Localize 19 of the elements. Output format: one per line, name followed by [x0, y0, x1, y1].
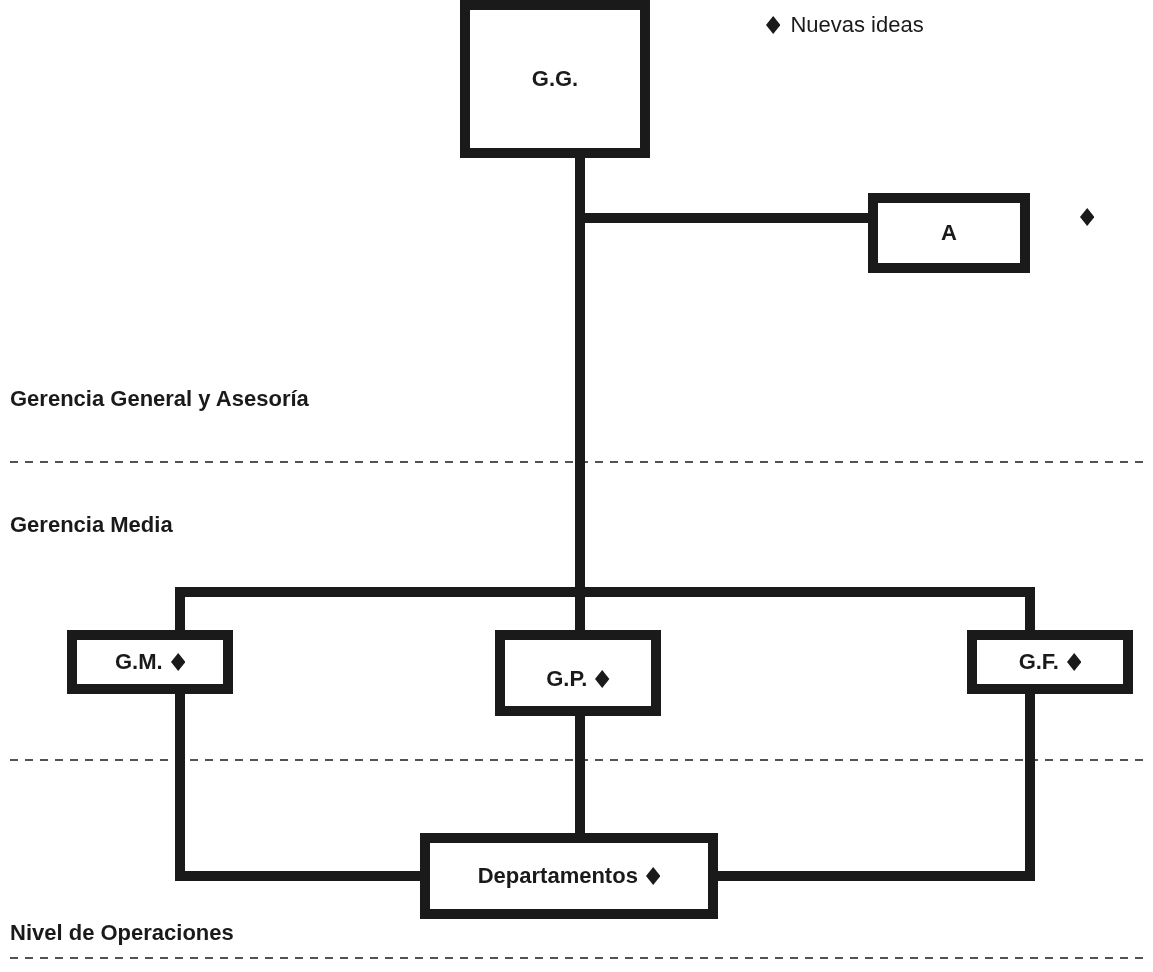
box-label: G.G. [531, 66, 579, 92]
connector-line [575, 716, 585, 833]
org-box [67, 630, 233, 694]
box-label: G.M. [114, 649, 163, 675]
level-label: Nivel de Operaciones [10, 920, 234, 946]
org-box [460, 0, 650, 158]
box-label: G.F. [1018, 649, 1059, 675]
connector-line [175, 694, 420, 881]
box-label: G.P. [546, 666, 588, 692]
legend-text: Nuevas ideas [790, 12, 924, 38]
box-label: Departamentos [477, 863, 638, 889]
box-label: A [941, 220, 957, 246]
level-label: Gerencia General y Asesoría [10, 386, 309, 412]
org-box [868, 193, 1030, 273]
org-box [495, 630, 661, 716]
level-label: Gerencia Media [10, 512, 173, 538]
org-box [420, 833, 718, 919]
connector-line [718, 694, 1035, 881]
org-box [967, 630, 1133, 694]
